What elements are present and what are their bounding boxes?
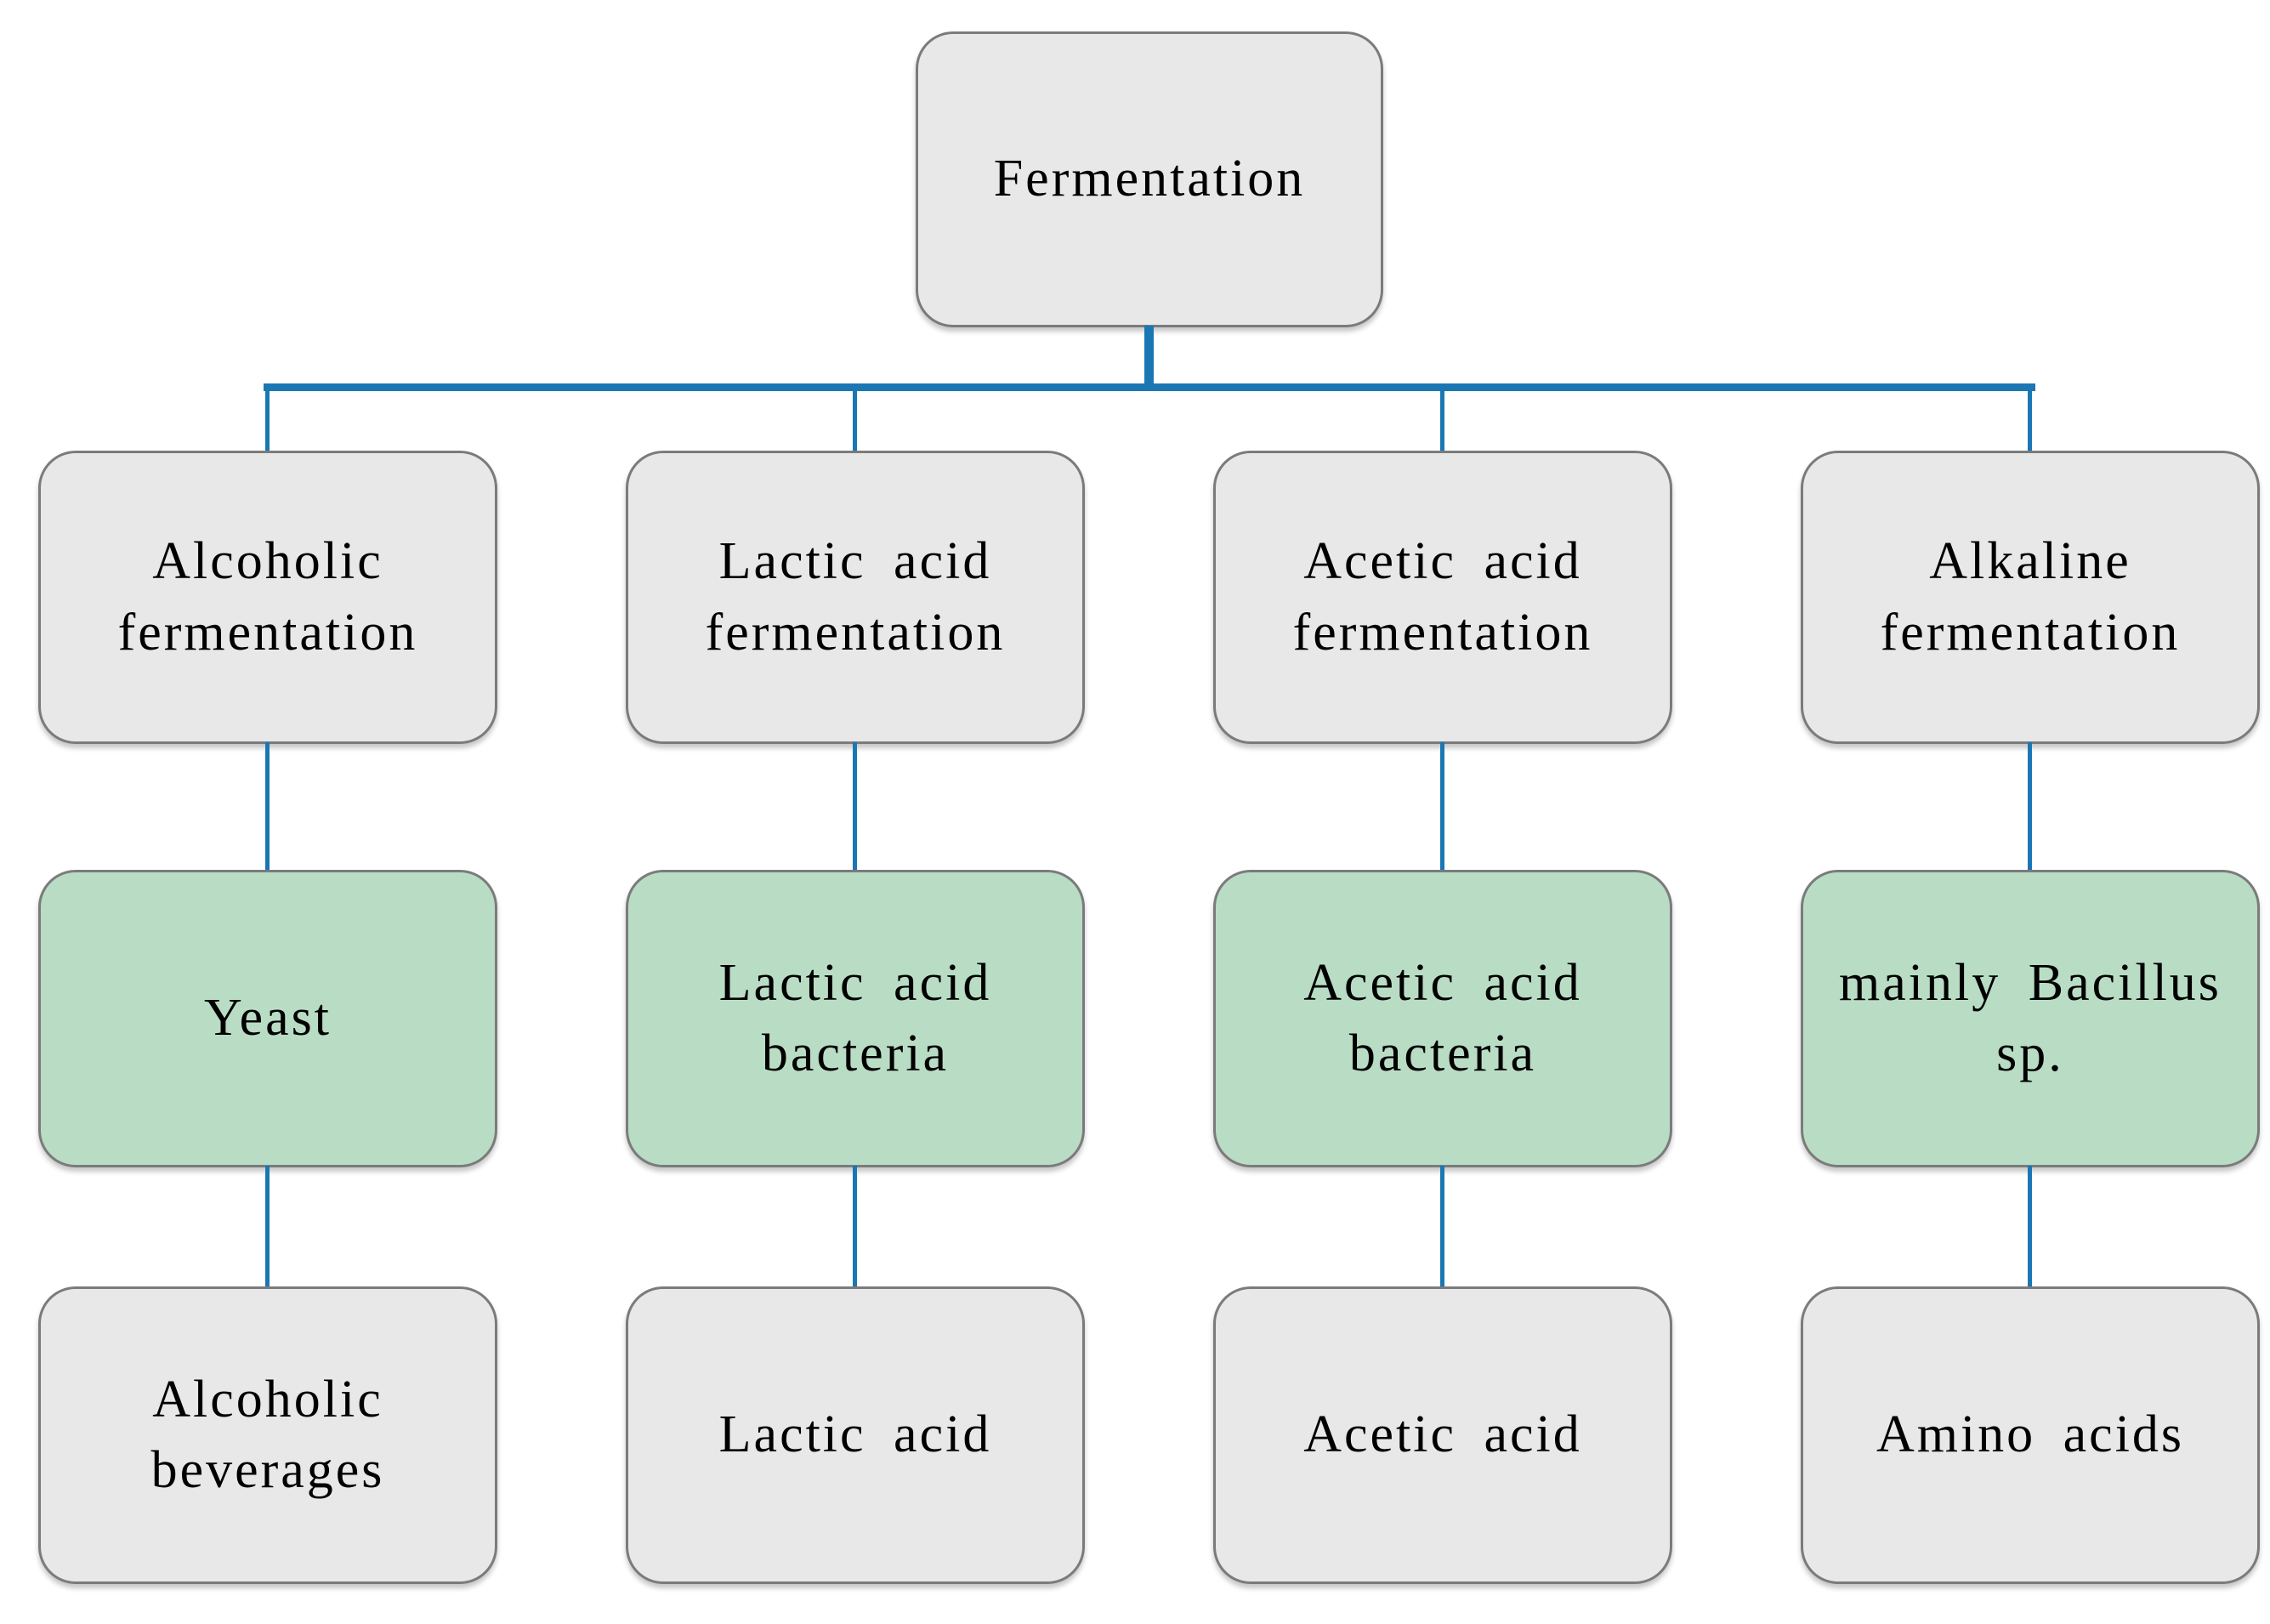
node-lactic-acid-fermentation-label: Lactic acid fermentation xyxy=(705,532,1006,662)
node-acetic-acid: Acetic acid xyxy=(1213,1286,1672,1584)
connector-bacteria-to-acetic-acid xyxy=(1440,1166,1444,1288)
node-acetic-acid-fermentation: Acetic acid fermentation xyxy=(1213,451,1672,744)
node-alcoholic-beverages-label: Alcoholic beverages xyxy=(150,1370,385,1499)
node-lactic-acid-bacteria: Lactic acid bacteria xyxy=(626,870,1085,1167)
node-lactic-acid: Lactic acid xyxy=(626,1286,1085,1584)
node-acetic-acid-bacteria: Acetic acid bacteria xyxy=(1213,870,1672,1167)
node-mainly-bacillus-sp-label: mainly Bacillus sp. xyxy=(1839,953,2222,1082)
connector-drop-acetic xyxy=(1440,389,1444,454)
node-acetic-acid-fermentation-label: Acetic acid fermentation xyxy=(1292,532,1593,662)
node-yeast: Yeast xyxy=(38,870,497,1167)
node-yeast-label: Yeast xyxy=(204,989,332,1048)
connector-bacillus-to-amino-acids xyxy=(2028,1166,2032,1288)
connector-alcoholic-to-yeast xyxy=(265,742,270,872)
node-acetic-acid-label: Acetic acid xyxy=(1303,1405,1582,1464)
connector-alkaline-to-bacillus xyxy=(2028,742,2032,872)
connector-yeast-to-beverages xyxy=(265,1166,270,1288)
connector-branch-bar xyxy=(264,383,2035,391)
node-amino-acids-label: Amino acids xyxy=(1876,1405,2185,1464)
connector-drop-alkaline xyxy=(2028,389,2032,454)
connector-lactic-to-bacteria xyxy=(853,742,857,872)
node-amino-acids: Amino acids xyxy=(1801,1286,2260,1584)
node-fermentation: Fermentation xyxy=(916,31,1383,327)
connector-root-stub xyxy=(1144,326,1154,385)
node-acetic-acid-bacteria-label: Acetic acid bacteria xyxy=(1303,953,1582,1082)
node-lactic-acid-fermentation: Lactic acid fermentation xyxy=(626,451,1085,744)
node-fermentation-label: Fermentation xyxy=(993,150,1306,208)
connector-drop-lactic xyxy=(853,389,857,454)
connector-bacteria-to-lactic-acid xyxy=(853,1166,857,1288)
connector-acetic-to-bacteria xyxy=(1440,742,1444,872)
node-lactic-acid-label: Lactic acid xyxy=(718,1405,992,1464)
node-mainly-bacillus-sp: mainly Bacillus sp. xyxy=(1801,870,2260,1167)
node-alcoholic-fermentation-label: Alcoholic fermentation xyxy=(117,532,418,662)
node-alcoholic-beverages: Alcoholic beverages xyxy=(38,1286,497,1584)
node-alcoholic-fermentation: Alcoholic fermentation xyxy=(38,451,497,744)
connector-drop-alcoholic xyxy=(265,389,270,454)
node-lactic-acid-bacteria-label: Lactic acid bacteria xyxy=(718,953,992,1082)
node-alkaline-fermentation: Alkaline fermentation xyxy=(1801,451,2260,744)
node-alkaline-fermentation-label: Alkaline fermentation xyxy=(1880,532,2181,662)
